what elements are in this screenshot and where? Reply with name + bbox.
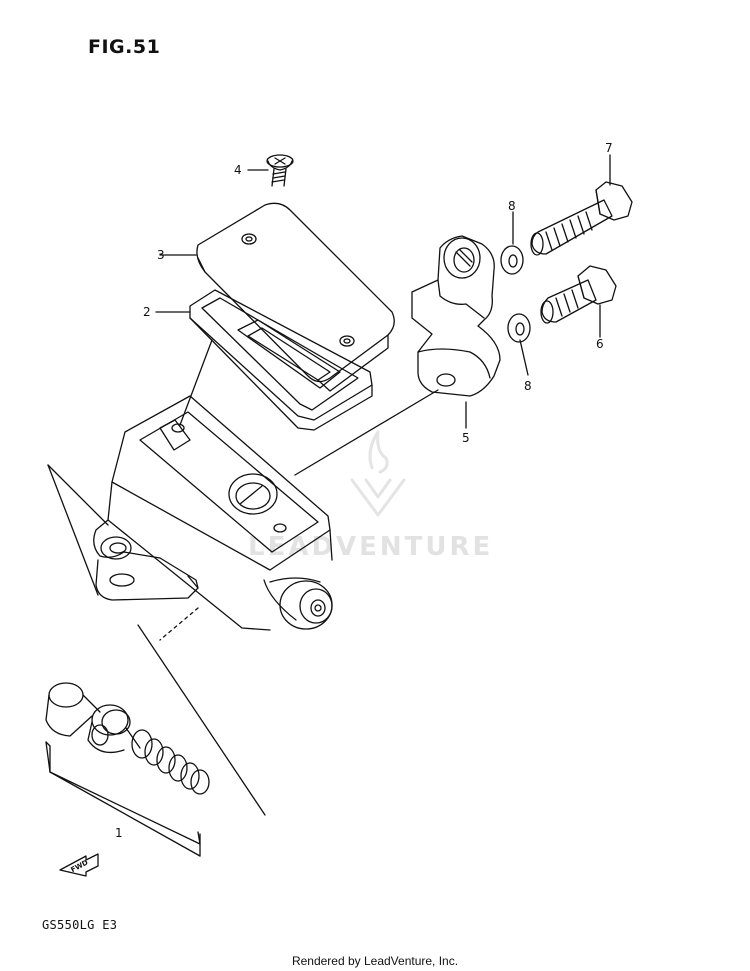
part-1-piston-kit	[45, 682, 210, 845]
part-5-clamp	[411, 235, 501, 397]
fwd-arrow-icon	[59, 853, 99, 877]
callout-3: 3	[157, 248, 165, 262]
explode-lines	[47, 154, 611, 816]
model-code: GS550LG E3	[42, 918, 118, 932]
callout-2: 2	[143, 305, 151, 319]
part-3-reservoir-cap	[196, 202, 395, 392]
callout-1-bracket	[49, 745, 201, 857]
part-4-screw	[266, 154, 294, 187]
part-6-bolt-short	[540, 265, 617, 324]
callout-6: 6	[596, 337, 604, 351]
callout-1: 1	[115, 826, 123, 840]
callout-7: 7	[605, 141, 613, 155]
part-8-washer-bottom	[507, 313, 531, 343]
callout-5: 5	[462, 431, 470, 445]
master-cylinder-body	[93, 395, 333, 631]
callout-8-bottom: 8	[524, 379, 532, 393]
footer-credit: Rendered by LeadVenture, Inc.	[291, 954, 459, 968]
watermark-text: LEADVENTURE	[248, 532, 493, 562]
watermark-logo	[350, 430, 406, 517]
part-2-diaphragm	[189, 289, 373, 431]
figure-title: FIG.51	[88, 36, 161, 58]
part-7-bolt-long	[530, 181, 633, 256]
callout-4: 4	[234, 163, 242, 177]
callout-8-top: 8	[508, 199, 516, 213]
part-8-washer-top	[500, 245, 524, 275]
